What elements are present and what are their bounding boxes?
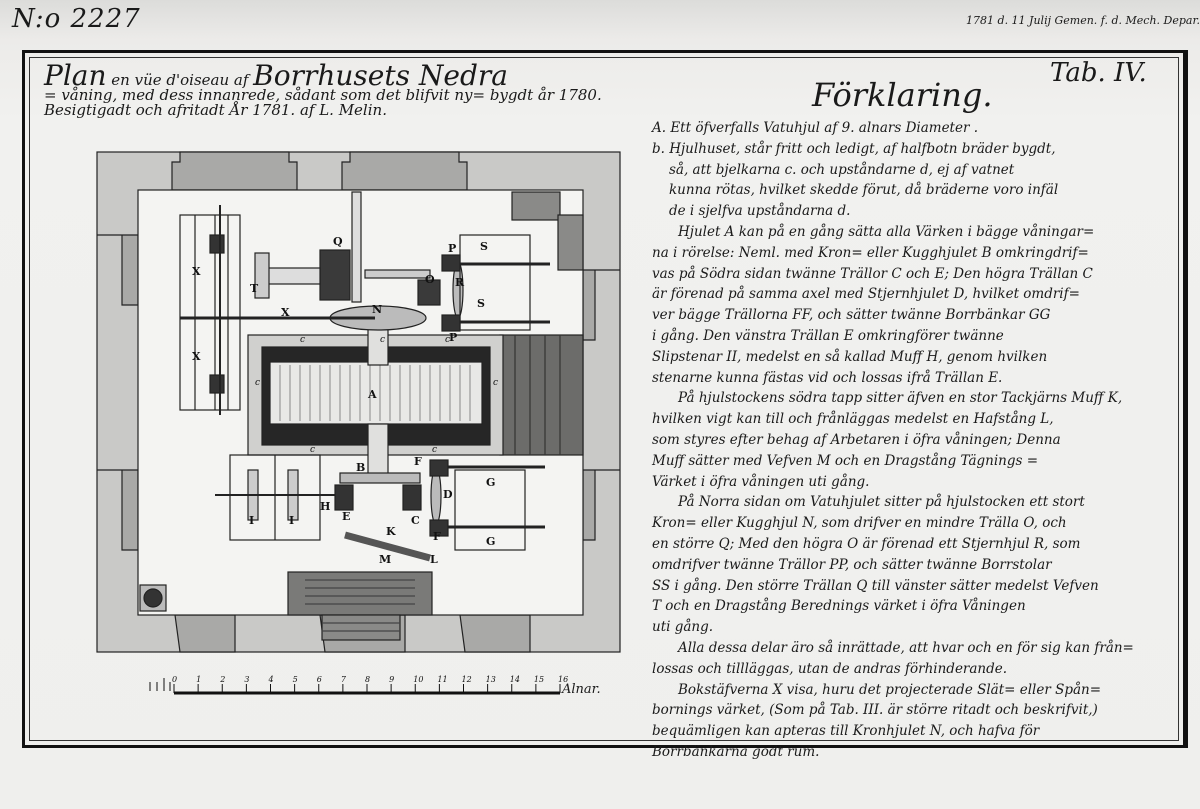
scale-tick-label: 12	[462, 675, 472, 684]
legend-line: vas på Södra sidan twänne Trällor C och …	[652, 265, 1093, 282]
legend-line: På hjulstockens södra tapp sitter äfven …	[678, 390, 1123, 407]
plan-title: Plan en vüe d'oiseau af Borrhusets Nedra…	[44, 62, 624, 119]
scale-tick-label: 13	[486, 675, 496, 684]
legend-line: ver bägge Trällorna FF, och sätter twänn…	[652, 307, 1051, 324]
legend-line: Hjulet A kan på en gång sätta alla Värke…	[678, 223, 1095, 240]
legend-line: b. Hjulhuset, står fritt och ledigt, af …	[652, 140, 1056, 157]
legend-line: omdrifver twänne Trällor PP, och sätter …	[652, 556, 1052, 573]
legend-line: SS i gång. Den större Trällan Q till vän…	[652, 577, 1099, 594]
scale-tick-label: 3	[244, 675, 249, 684]
plan-label: B	[356, 461, 365, 474]
plan-label: c	[255, 378, 260, 388]
legend-line: Bokstäfverna X visa, huru det projectera…	[678, 681, 1102, 698]
plan-label: c	[300, 335, 305, 345]
legend-line: stenarne kunna fästas vid och lossas ifr…	[652, 369, 1003, 386]
scale-tick-label: 5	[293, 675, 298, 684]
legend-line: T och en Dragstång Berednings värket i ö…	[652, 598, 1026, 615]
scale-tick-label: 4	[268, 675, 274, 684]
legend-line: Muff sätter med Vefven M och en Dragstån…	[652, 452, 1039, 469]
scale-tick-label: 1	[196, 675, 201, 684]
scale-tick-label: 0	[172, 675, 177, 684]
legend-line: en större Q; Med den högra O är förenad …	[652, 535, 1081, 552]
plan-label: K	[386, 525, 396, 538]
scale-bar	[149, 678, 561, 695]
tab-label: Tab. IV.	[1050, 58, 1147, 88]
plan-label: c	[380, 335, 385, 345]
plan-label: c	[310, 445, 315, 455]
plan-label: R	[455, 276, 465, 289]
scale-tick-label: 10	[413, 675, 423, 684]
legend-line: Värket i öfra våningen uti gång.	[652, 473, 870, 490]
plan-label: E	[342, 510, 350, 523]
plan-label: c	[493, 378, 498, 388]
legend-line: så, att bjelkarna c. och upståndarne d, …	[669, 161, 1015, 178]
legend-line: Alla dessa delar äro så inrättade, att h…	[678, 639, 1134, 656]
scale-tick-label: 7	[341, 675, 347, 684]
legend-line: i gång. Den vänstra Trällan E omkringför…	[652, 327, 1004, 344]
plan-label: N	[372, 303, 382, 316]
plan-label: G	[486, 476, 495, 489]
plan-label: Q	[333, 235, 343, 248]
scale-tick-label: 16	[558, 675, 568, 684]
plan-label: F	[414, 455, 422, 468]
plan-label: F	[433, 530, 441, 543]
legend-line: kunna rötas, hvilket skedde förut, då br…	[669, 182, 1059, 199]
plan-label: I	[289, 514, 294, 527]
legend-line: A. Ett öfverfalls Vatuhjul af 9. alnars …	[652, 120, 979, 136]
title-part: en vüe d'oiseau af	[106, 71, 254, 89]
scale-tick-label: 8	[365, 675, 370, 684]
scale-tick-label: 6	[317, 675, 322, 684]
legend-heading: Förklaring.	[812, 76, 993, 114]
plan-label: P	[448, 242, 456, 255]
scale-tick-label: 15	[534, 675, 544, 684]
title-word-plan: Plan	[44, 59, 107, 92]
scale-unit: Alnar.	[562, 682, 601, 697]
legend-line: bornings värket, (Som på Tab. III. är st…	[652, 702, 1098, 719]
legend-line: bequämligen kan apteras till Kronhjulet …	[652, 723, 1040, 740]
legend-text: A. Ett öfverfalls Vatuhjul af 9. alnars …	[652, 118, 1182, 763]
scale-tick-label: 14	[510, 675, 520, 684]
legend-line: lossas och tillläggas, utan de andras fö…	[652, 660, 1008, 677]
legend-line: na i rörelse: Neml. med Kron= eller Kugg…	[652, 244, 1089, 261]
plan-label: c	[432, 445, 437, 455]
plan-label: O	[425, 273, 435, 286]
archive-number: N:o 2227	[12, 4, 141, 34]
scale-tick-label: 2	[219, 675, 225, 684]
legend-line: Kron= eller Kugghjul N, som drifver en m…	[652, 515, 1067, 532]
plan-label: T	[250, 282, 259, 295]
legend-line: de i sjelfva upståndarna d.	[669, 203, 851, 220]
plan-label: c	[445, 335, 450, 345]
plan-label: A	[367, 388, 377, 401]
plan-label: S	[480, 240, 488, 253]
legend-line: är förenad på samma axel med Stjernhjule…	[652, 286, 1080, 303]
plan-label: M	[379, 553, 391, 566]
scale-tick-label: 11	[437, 675, 447, 684]
title-rest: = våning, med dess innanrede, sådant som…	[44, 86, 602, 119]
legend-line: Borrbänkarna godt rum.	[652, 743, 820, 760]
archive-note: 1781 d. 11 Julij Gemen. f. d. Mech. Depa…	[966, 14, 1200, 27]
plan-label: C	[411, 514, 420, 527]
legend-line: som styres efter behag af Arbetaren i öf…	[652, 431, 1061, 448]
plan-label: L	[430, 553, 438, 566]
plan-label: X	[192, 350, 201, 363]
plan-label: D	[443, 488, 453, 501]
legend-line: uti gång.	[652, 619, 714, 636]
title-word-borrhuset: Borrhusets Nedra	[253, 59, 508, 92]
drawing-frame	[22, 50, 1188, 748]
legend-line: hvilken vigt kan till och frånläggas med…	[652, 411, 1054, 428]
plan-label: P	[449, 331, 457, 344]
legend-line: Slipstenar II, medelst en så kallad Muff…	[652, 348, 1048, 365]
plan-label: X	[192, 265, 201, 278]
plan-label: I	[249, 514, 254, 527]
plan-label: H	[320, 500, 330, 513]
plan-label: G	[486, 535, 495, 548]
plan-label: X	[281, 306, 290, 319]
legend-line: På Norra sidan om Vatuhjulet sitter på h…	[678, 494, 1085, 511]
scale-tick-label: 9	[389, 675, 394, 684]
plan-label: S	[477, 297, 485, 310]
